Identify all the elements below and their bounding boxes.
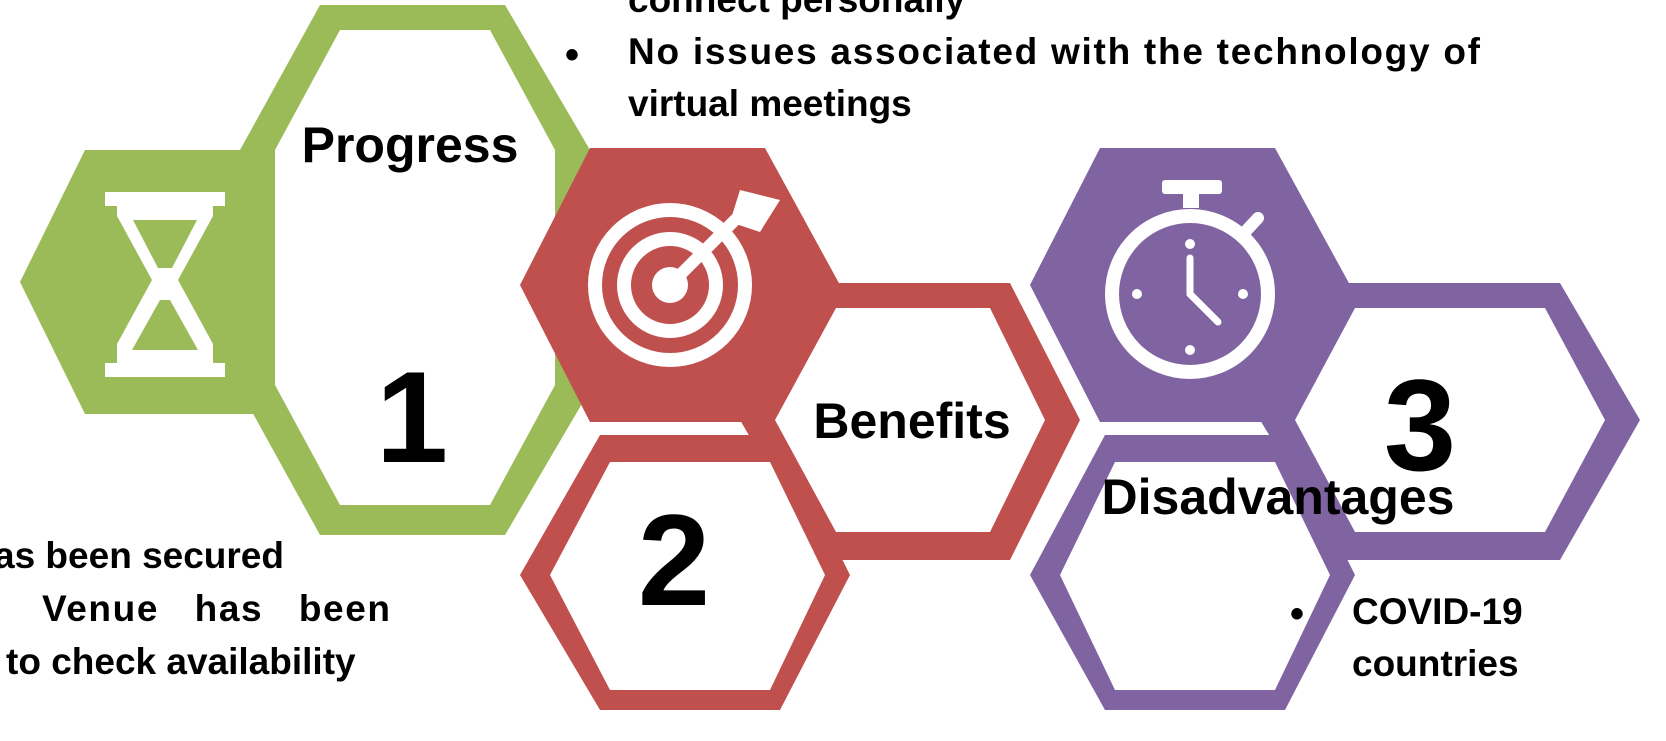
benefits-label: Benefits (813, 393, 1010, 449)
benefits-hexagon-inner (775, 308, 1045, 532)
hourglass-icon (105, 192, 225, 377)
disadvantages-text-line-1: COVID-19 (1352, 591, 1523, 632)
disadvantages-text: • COVID-19 countries (1290, 591, 1523, 684)
benefits-number: 2 (638, 487, 710, 633)
disadvantages-hexagon-inner (1295, 308, 1605, 532)
progress-text-line-1: as been secured (0, 535, 284, 576)
benefits-text-line-1: No issues associated with the technology… (628, 31, 1481, 72)
disadvantages-label: Disadvantages (1102, 469, 1455, 525)
progress-label: Progress (302, 117, 519, 173)
disadvantages-section: 3 Disadvantages (1030, 148, 1640, 710)
progress-hexagon-inner (275, 30, 555, 505)
disadvantages-number: 3 (1384, 352, 1456, 498)
benefits-text-line-partial: connect personally (628, 0, 966, 20)
target-icon (588, 190, 780, 367)
benefits-text-line-2: virtual meetings (628, 83, 912, 124)
progress-text-line-3: to check availability (6, 641, 356, 682)
progress-text-line-2: Venue has been (42, 588, 390, 629)
benefits-text: connect personally • No issues associate… (565, 0, 1481, 124)
bullet-dot: • (565, 33, 579, 77)
bullet-dot: • (1290, 592, 1304, 636)
disadvantages-text-line-2: countries (1352, 643, 1519, 684)
progress-text: as been secured Venue has been to check … (0, 535, 390, 682)
benefits-section: Benefits 2 (520, 148, 1080, 710)
stopwatch-icon (1105, 180, 1275, 379)
progress-section: Progress 1 (20, 5, 590, 535)
progress-number: 1 (376, 344, 448, 490)
disadvantages-hexagon-lower-inner (1060, 462, 1330, 690)
benefits-hexagon-number-inner (550, 462, 825, 690)
